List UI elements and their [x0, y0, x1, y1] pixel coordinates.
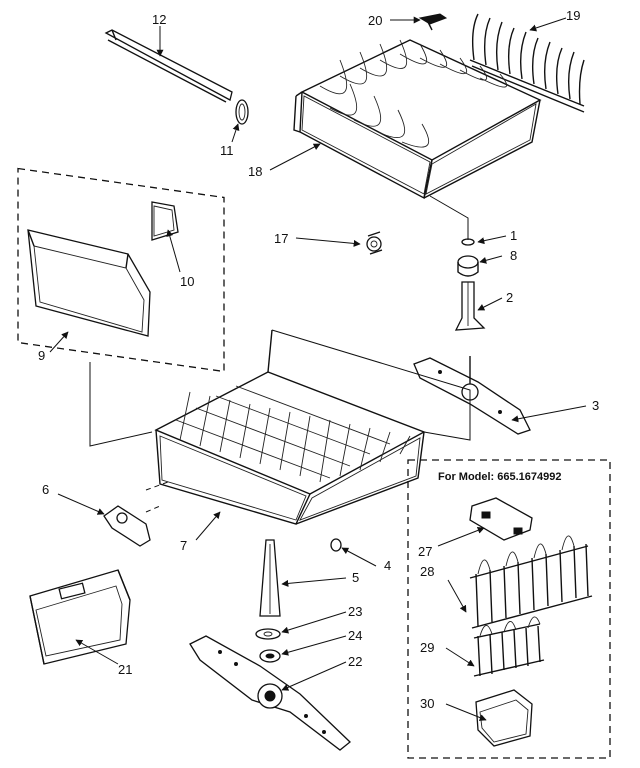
part-11-end-cap	[235, 99, 249, 125]
part-10-basket-lid	[151, 201, 179, 241]
callout-20: 20	[368, 13, 382, 28]
part-8-nut	[457, 255, 479, 277]
callout-8: 8	[510, 248, 517, 263]
callout-10: 10	[180, 274, 194, 289]
part-4-plug	[330, 538, 342, 552]
callout-22: 22	[348, 654, 362, 669]
part-9-silverware-basket	[27, 229, 151, 337]
callout-labels: 12 11 20 19 18 10 9 17 1 8 2 3 6 7 4 5 2…	[38, 8, 599, 711]
part-27-tine-clip	[469, 497, 533, 541]
part-6-roller-bracket	[103, 505, 151, 547]
part-23-washer	[255, 628, 281, 640]
part-12-rack-rail	[104, 29, 233, 103]
part-24-ring	[259, 649, 281, 663]
model-variant-box: For Model: 665.1674992	[407, 459, 611, 759]
callout-28: 28	[420, 564, 434, 579]
exploded-line-upper	[429, 195, 469, 240]
part-7-lower-rack	[154, 329, 426, 525]
part-22-lower-spray-arm	[189, 635, 351, 751]
leader-lines	[49, 16, 587, 721]
callout-23: 23	[348, 604, 362, 619]
part-29-short-tine-row	[473, 616, 545, 677]
callout-27: 27	[418, 544, 432, 559]
callout-2: 2	[506, 290, 513, 305]
part-18-upper-rack	[293, 39, 542, 200]
callout-5: 5	[352, 570, 359, 585]
part-9-group-box	[17, 167, 225, 373]
part-5-lower-feed-tube	[259, 539, 281, 617]
callout-3: 3	[592, 398, 599, 413]
callout-19: 19	[566, 8, 580, 23]
part-2-feed-tube	[454, 281, 486, 331]
callout-29: 29	[420, 640, 434, 655]
callout-21: 21	[118, 662, 132, 677]
part-30-small-basket	[475, 689, 533, 747]
callout-18: 18	[248, 164, 262, 179]
callout-1: 1	[510, 228, 517, 243]
model-box-title: For Model: 665.1674992	[438, 471, 562, 483]
exploded-line-lower-left	[89, 362, 153, 447]
part-3-upper-spray-arm	[413, 356, 531, 435]
part-28-tine-row	[469, 535, 593, 629]
callout-7: 7	[180, 538, 187, 553]
callout-30: 30	[420, 696, 434, 711]
callout-11: 11	[220, 143, 234, 158]
part-20-clip	[418, 13, 448, 31]
callout-6: 6	[42, 482, 49, 497]
callout-4: 4	[384, 558, 391, 573]
exploded-line-roller	[145, 481, 169, 513]
part-19-tine-row	[469, 13, 585, 113]
part-21-utensil-basket	[29, 569, 131, 665]
callout-17: 17	[274, 231, 288, 246]
callout-12: 12	[152, 12, 166, 27]
callout-24: 24	[348, 628, 362, 643]
part-17-clip	[366, 231, 383, 255]
exploded-line-lower-right	[271, 329, 471, 441]
callout-9: 9	[38, 348, 45, 363]
